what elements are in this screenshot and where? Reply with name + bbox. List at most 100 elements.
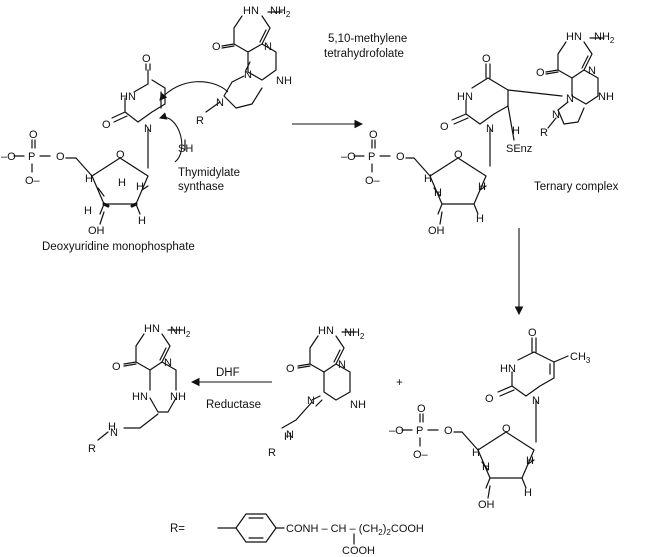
atom-hn: HN — [132, 391, 148, 403]
atom-o-minus: –O — [341, 151, 356, 163]
atom-o: O — [112, 361, 121, 373]
plus-sign: + — [396, 377, 403, 389]
atom-h: H — [476, 213, 484, 225]
thymidine-monophosphate-structure — [401, 337, 569, 499]
atom-h: H — [526, 455, 534, 467]
atom-n: N — [532, 395, 540, 407]
atom-h: H — [138, 215, 146, 227]
atom-o-ring: O — [454, 149, 463, 161]
atom-h: H — [434, 187, 442, 199]
atom-nh2: NH2 — [344, 327, 365, 341]
atom-o: O — [286, 363, 295, 375]
atom-r: R — [196, 115, 204, 127]
dihydrofolate-structure — [281, 331, 357, 429]
atom-nh2: NH2 — [270, 5, 291, 19]
atom-p: P — [28, 151, 35, 163]
atom-r: R — [540, 127, 548, 139]
atom-n: N — [216, 97, 224, 109]
r-definition-label: R= — [170, 523, 185, 535]
atom-o-double: O — [417, 403, 426, 415]
atom-o-double: O — [29, 129, 38, 141]
atom-hn: HN — [318, 325, 334, 337]
r-group-cooh: COOH — [342, 545, 375, 557]
atom-n: N — [307, 395, 315, 407]
atom-oh: OH — [88, 225, 105, 237]
atom-o-minus: –O — [1, 151, 16, 163]
atom-n: N — [244, 69, 252, 81]
ternary-label: Ternary complex — [534, 181, 619, 193]
atom-nh: NH — [350, 399, 366, 411]
atom-r: R — [268, 447, 276, 459]
atom-nh: NH — [598, 91, 614, 103]
tetrahydrofolate-structure — [97, 329, 183, 441]
atom-n: N — [566, 93, 574, 105]
atom-oh: OH — [428, 225, 445, 237]
atom-o-minus-bottom: O– — [25, 175, 41, 187]
atom-nh2: NH2 — [170, 325, 191, 339]
atom-nh: NH — [276, 75, 292, 87]
atom-o: O — [482, 53, 491, 65]
reductase-label-line1: DHF — [216, 367, 240, 379]
ternary-complex-structure — [353, 37, 605, 225]
atom-o-minus-bottom: O– — [413, 449, 429, 461]
substrate-label: Deoxyuridine monophosphate — [42, 241, 195, 253]
reductase-label-line2: Reductase — [206, 399, 261, 411]
atom-nh: H — [284, 431, 292, 443]
atom-o-minus: –O — [389, 425, 404, 437]
reagent-label-line1: 5,10-methylene — [328, 33, 407, 45]
atom-n: N — [164, 357, 172, 369]
atom-h: H — [512, 125, 520, 137]
atom-hn: HN — [144, 323, 160, 335]
atom-hn: HN — [120, 91, 136, 103]
enzyme-label-line1: Thymidylate — [178, 167, 240, 179]
atom-o: O — [440, 121, 449, 133]
atom-o: O — [528, 327, 537, 339]
atom-o-minus-bottom: O– — [365, 175, 381, 187]
atom-hn: HN — [243, 5, 259, 17]
atom-sh: SH — [178, 143, 193, 155]
atom-n: N — [338, 359, 346, 371]
atom-r: R — [88, 443, 96, 455]
atom-p: P — [416, 425, 423, 437]
atom-hn: HN — [457, 91, 473, 103]
methylene-thf-structure — [159, 11, 283, 113]
atom-nh2: NH2 — [594, 31, 615, 45]
atom-ch3: CH3 — [570, 351, 591, 365]
atom-h: H — [136, 181, 144, 193]
atom-n: N — [552, 109, 560, 121]
atom-n: N — [110, 427, 118, 439]
atom-o-ring: O — [502, 423, 511, 435]
atom-h: H — [118, 177, 126, 189]
atom-oh: OH — [478, 499, 495, 511]
atom-n: N — [286, 429, 294, 441]
atom-o: O — [536, 67, 545, 79]
r-group-structure — [217, 513, 355, 545]
atom-h: H — [84, 205, 92, 217]
r-group-tail: CONH – CH – (CH2)2COOH — [286, 523, 424, 537]
atom-o: O — [485, 393, 494, 405]
deoxyuridine-monophosphate-structure — [13, 63, 186, 225]
atom-h: H — [85, 173, 93, 185]
atom-h: H — [478, 181, 486, 193]
atom-o-ring: O — [116, 149, 125, 161]
atom-senz: SEnz — [506, 143, 532, 155]
atom-hn: HN — [500, 363, 516, 375]
atom-n: N — [588, 65, 596, 77]
atom-nh: NH — [170, 391, 186, 403]
atom-n1: N — [144, 123, 152, 135]
atom-o: O — [212, 41, 221, 53]
atom-n: N — [486, 123, 494, 135]
atom-o-ester: O — [56, 151, 65, 163]
atom-p: P — [368, 151, 375, 163]
atom-o-ester: O — [396, 151, 405, 163]
atom-h: H — [108, 421, 116, 433]
atom-o-top: O — [142, 53, 151, 65]
atom-h: H — [424, 173, 432, 185]
atom-o-left: O — [102, 119, 111, 131]
atom-n: N — [264, 41, 272, 53]
enzyme-label-line2: synthase — [178, 181, 224, 193]
reagent-label-line2: tetrahydrofolate — [324, 48, 404, 60]
atom-o-double: O — [369, 129, 378, 141]
atom-hn: HN — [566, 31, 582, 43]
